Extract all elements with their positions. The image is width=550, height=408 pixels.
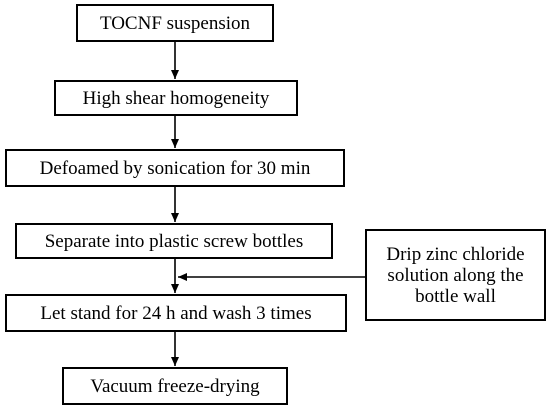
step-box-6: Vacuum freeze-drying: [62, 367, 288, 405]
step-box-2: High shear homogeneity: [54, 80, 298, 116]
step-label-4: Separate into plastic screw bottles: [44, 230, 304, 252]
step-box-3: Defoamed by sonication for 30 min: [5, 149, 345, 187]
side-input-line-2: solution along the: [387, 264, 524, 286]
step-label-6: Vacuum freeze-drying: [90, 375, 260, 397]
step-box-4: Separate into plastic screw bottles: [15, 223, 333, 259]
step-box-5: Let stand for 24 h and wash 3 times: [5, 294, 347, 332]
side-input-line-1: Drip zinc chloride: [386, 243, 525, 265]
side-input-line-3: bottle wall: [415, 285, 496, 307]
step-label-5: Let stand for 24 h and wash 3 times: [40, 302, 312, 324]
side-input-box: Drip zinc chloride solution along the bo…: [365, 229, 546, 321]
step-label-1: TOCNF suspension: [99, 12, 251, 34]
step-label-2: High shear homogeneity: [82, 87, 270, 109]
step-box-1: TOCNF suspension: [76, 4, 274, 42]
step-label-3: Defoamed by sonication for 30 min: [39, 157, 311, 179]
